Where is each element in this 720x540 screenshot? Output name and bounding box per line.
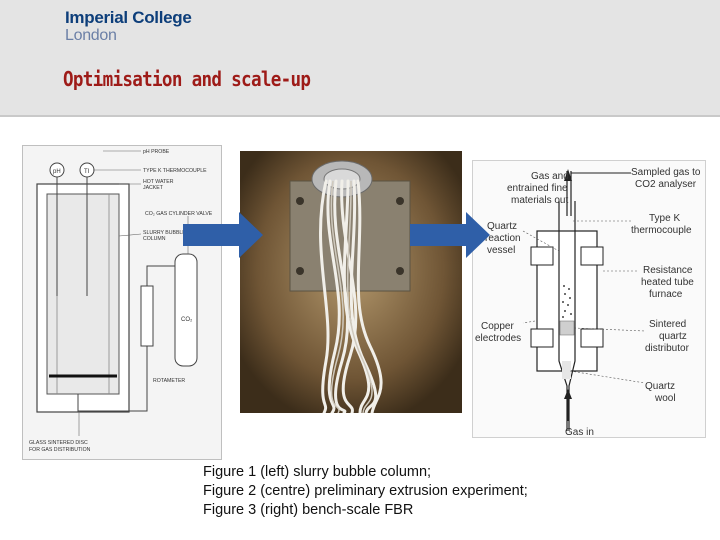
label-ph-probe: pH PROBE [143,149,170,155]
caption-line-1: Figure 1 (left) slurry bubble column; [203,464,432,480]
figure-3-fbr-schematic: Gas and entrained fine materials out Sam… [472,160,706,438]
label-sinter-2: quartz [659,331,687,342]
label-sampled-1: Sampled gas to [631,167,701,178]
slide-title: Optimisation and scale-up [63,67,311,91]
label-gas-out-2: entrained fine [507,183,568,194]
label-gas-in: Gas in [565,427,594,437]
label-column: COLUMN [143,236,166,242]
cylinder-label: CO₂ [181,317,193,323]
arrow-right-icon [410,212,490,258]
logo-line-1: Imperial College [65,8,192,27]
t-gauge-label: TI [84,169,90,175]
label-resist-3: furnace [649,289,683,300]
label-sinter-3: distributor [645,343,690,354]
label-typek-1: Type K [649,213,680,224]
label-typek-2: thermocouple [631,225,692,236]
label-slurry: SLURRY BUBBLE [143,230,186,236]
arrow-right-icon [183,212,263,258]
caption-line-2: Figure 2 (centre) preliminary extrusion … [203,483,528,499]
label-quartz-2: reaction [485,233,521,244]
label-sampled-2: CO2 analyser [635,179,697,190]
figure-1-slurry-bubble-column: pH TI CO₂ pH PROBE TYPE K THERMOCOUPLE H… [22,145,222,460]
label-glass-disc: GLASS SINTERED DISC [29,440,88,446]
label-copper-2: electrodes [475,333,521,344]
figure-caption: Figure 1 (left) slurry bubble column; Fi… [203,463,528,520]
ph-gauge-label: pH [53,169,61,175]
label-hot-water: HOT WATER [143,179,174,185]
label-thermocouple: TYPE K THERMOCOUPLE [143,168,207,174]
label-quartz-3: vessel [487,245,515,256]
label-wool-1: Quartz [645,381,675,392]
slide-header: Imperial College London Optimisation and… [0,0,720,117]
logo-line-2: London [65,27,117,44]
label-sinter-1: Sintered [649,319,686,330]
label-jacket: JACKET [143,185,164,191]
label-gas-out-3: materials out [511,195,568,206]
label-rotameter: ROTAMETER [153,378,185,384]
label-wool-2: wool [654,393,676,404]
caption-line-3: Figure 3 (right) bench-scale FBR [203,502,414,518]
label-gas-out-1: Gas and [531,171,569,182]
label-resist-2: heated tube [641,277,694,288]
label-gas-distribution: FOR GAS DISTRIBUTION [29,447,91,453]
label-quartz-1: Quartz [487,221,517,232]
figure-2-extrusion-photo [240,151,462,413]
label-resist-1: Resistance [643,265,693,276]
label-copper-1: Copper [481,321,514,332]
label-co2-valve: CO₂ GAS CYLINDER VALVE [145,211,213,217]
